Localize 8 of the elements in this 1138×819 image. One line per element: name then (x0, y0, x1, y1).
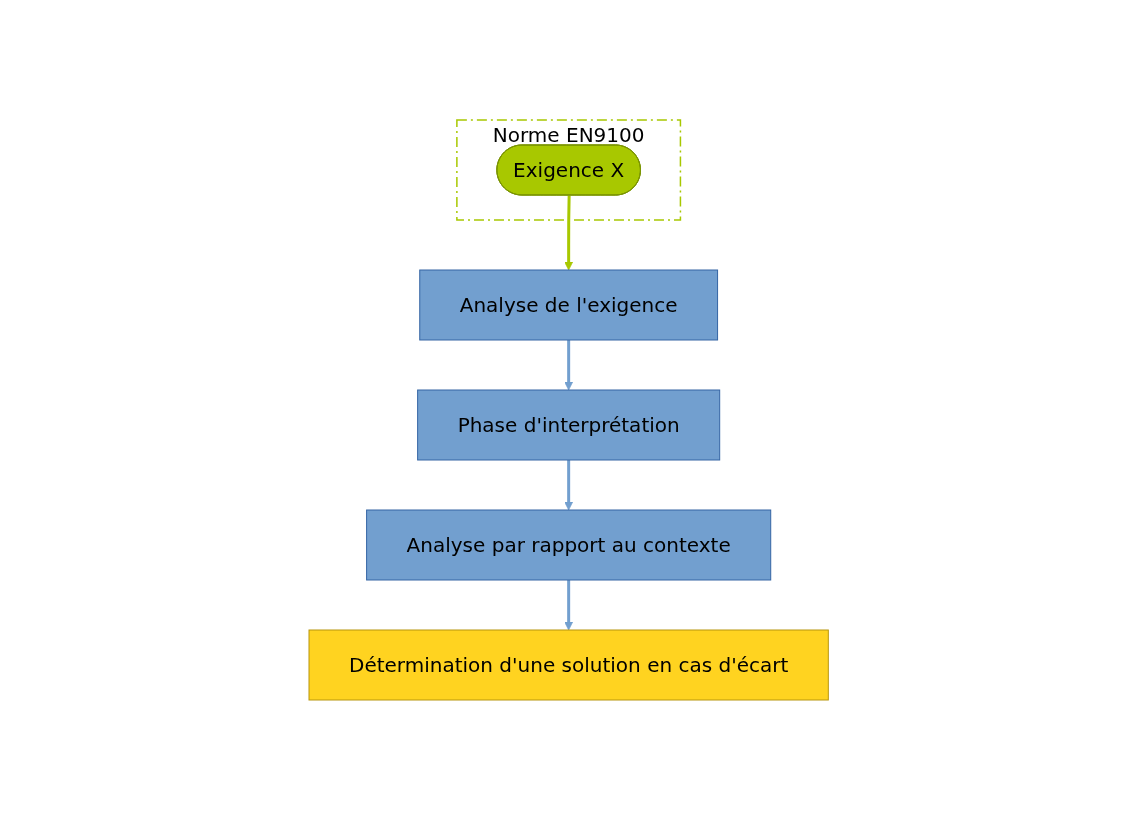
node-box: Analyse de l'exigence (419, 269, 719, 340)
node-box: Phase d'interprétation (417, 389, 721, 460)
arrow (564, 579, 574, 630)
node-box: Détermination d'une solution en cas d'écart (308, 629, 830, 700)
arrow (564, 339, 574, 390)
arrow (564, 194, 574, 270)
node-box: Analyse par rapport au contexte (366, 509, 772, 580)
arrow (564, 459, 574, 510)
